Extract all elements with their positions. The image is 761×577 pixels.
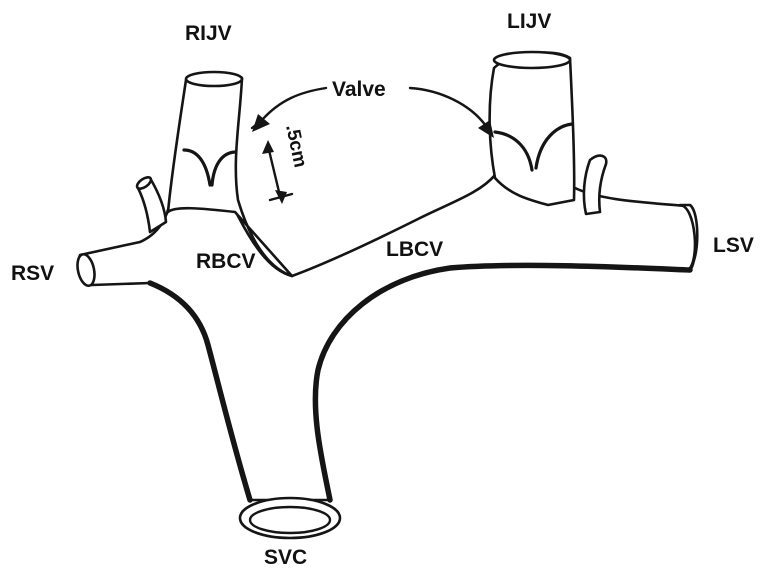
rijv-opening bbox=[186, 72, 242, 86]
valve-arrowhead-left bbox=[252, 114, 270, 132]
label-rsv: RSV bbox=[11, 262, 54, 285]
label-measure: .5cm bbox=[281, 123, 311, 170]
label-rbcv: RBCV bbox=[196, 250, 256, 273]
label-valve: Valve bbox=[332, 78, 386, 101]
lijv-opening bbox=[494, 52, 570, 68]
label-lbcv: LBCV bbox=[386, 238, 443, 261]
label-lijv: LIJV bbox=[507, 10, 551, 33]
valve-arrow-left bbox=[262, 88, 326, 120]
label-rijv: RIJV bbox=[185, 22, 232, 45]
label-svc: SVC bbox=[264, 546, 307, 569]
label-lsv: LSV bbox=[713, 234, 754, 257]
svc-trunk bbox=[79, 175, 696, 500]
lbcv-lower-edge bbox=[315, 265, 690, 500]
valve-arrow-right bbox=[410, 88, 486, 126]
